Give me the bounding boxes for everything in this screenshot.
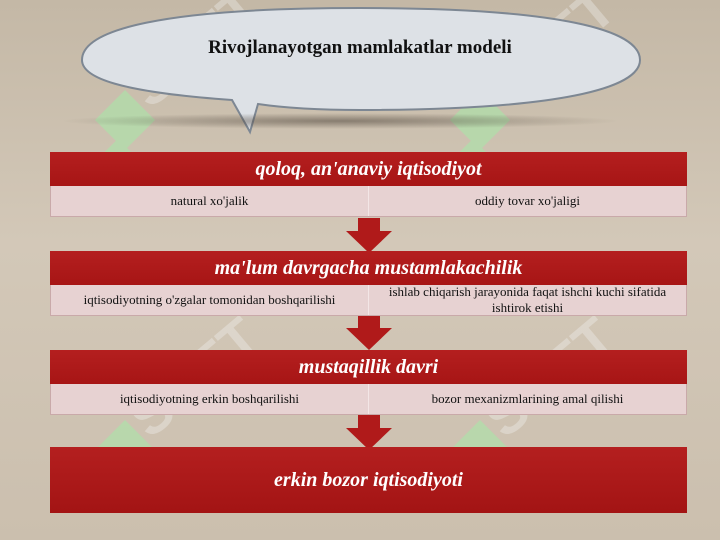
page-title: Rivojlanayotgan mamlakatlar modeli <box>208 37 512 58</box>
stage-traditional: qoloq, an'anaviy iqtisodiyot natural xo'… <box>50 152 687 217</box>
stage-header: ma'lum davrgacha mustamlakachilik <box>50 251 687 285</box>
stage-header: qoloq, an'anaviy iqtisodiyot <box>50 152 687 186</box>
stage-cell: natural xo'jalik <box>170 193 249 208</box>
stage-cell: iqtisodiyotning erkin boshqarilishi <box>119 391 300 406</box>
stage-cells: iqtisodiyotning erkin boshqarilishi bozo… <box>50 384 687 415</box>
arrow-down-icon <box>346 428 392 450</box>
stage-cell: iqtisodiyotning o'zgalar tomonidan boshq… <box>83 292 336 307</box>
stage-cell: ishlab chiqarish jarayonida faqat ishchi… <box>368 284 686 315</box>
stage-free-market: erkin bozor iqtisodiyoti <box>50 447 687 513</box>
stage-colonial: ma'lum davrgacha mustamlakachilik iqtiso… <box>50 251 687 316</box>
stage-cell: oddiy tovar xo'jaligi <box>368 186 686 216</box>
stage-cell: bozor mexanizmlarining amal qilishi <box>368 384 686 414</box>
arrow-down-icon <box>358 218 380 232</box>
final-label: erkin bozor iqtisodiyoti <box>274 468 463 491</box>
stage-independence: mustaqillik davri iqtisodiyotning erkin … <box>50 350 687 415</box>
arrow-down-icon <box>346 328 392 350</box>
stage-cells: natural xo'jalik oddiy tovar xo'jaligi <box>50 186 687 217</box>
arrow-down-icon <box>346 231 392 253</box>
arrow-down-icon <box>358 415 380 429</box>
shadow-bar <box>60 113 620 129</box>
speech-bubble <box>80 6 642 135</box>
stage-cells: iqtisodiyotning o'zgalar tomonidan boshq… <box>50 284 687 316</box>
arrow-down-icon <box>358 316 380 329</box>
stage-header: mustaqillik davri <box>50 350 687 384</box>
